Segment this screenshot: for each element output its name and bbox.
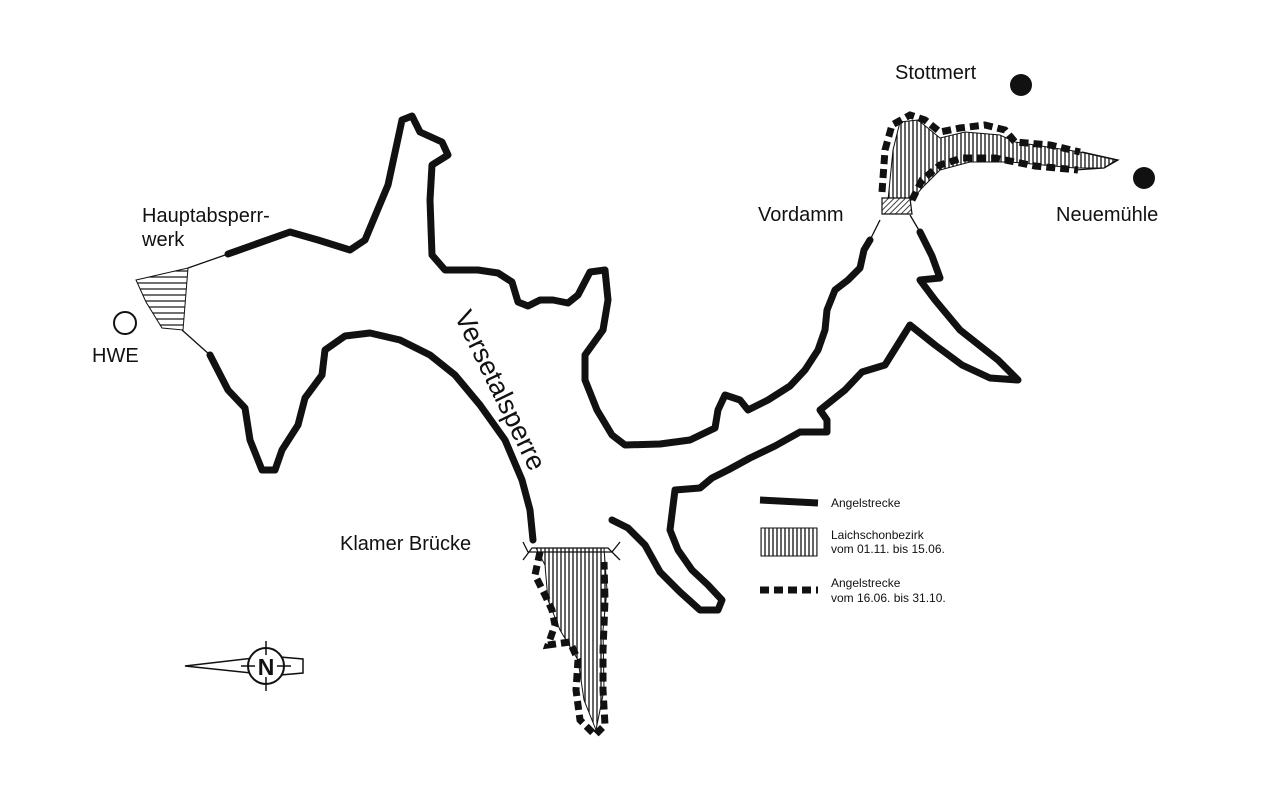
shore-seasonal: [531, 111, 1081, 740]
legend-label-angelstrecke: Angelstrecke: [831, 496, 901, 510]
compass-north-arrow: N: [184, 641, 304, 691]
stottmert-point: [1010, 74, 1032, 96]
klamer-bruecke-label: Klamer Brücke: [340, 533, 471, 555]
legend-swatch-angelstrecke: [759, 496, 819, 507]
map-legend: Angelstrecke Laichschonbezirk vom 01.11.…: [759, 496, 946, 605]
stottmert-label: Stottmert: [895, 62, 977, 84]
legend-label-seasonal-1: Angelstrecke: [831, 576, 901, 590]
shore-angelstrecke: [206, 112, 1022, 614]
shore-thin: [181, 151, 1120, 561]
hwe-marker: [113, 311, 137, 335]
compass-north-label: N: [258, 654, 275, 680]
hwe-label: HWE: [92, 345, 139, 367]
vordamm-label: Vordamm: [758, 204, 844, 226]
legend-label-laichschonbezirk-1: Laichschonbezirk: [831, 528, 925, 542]
hauptabsperrwerk-label-line2: werk: [141, 229, 185, 251]
legend-swatch-laichschonbezirk: [760, 527, 818, 557]
spawning-zone-main-dam: [135, 267, 189, 331]
neuemuehle-label: Neuemühle: [1056, 204, 1158, 226]
spawning-zone-klamer: [535, 547, 608, 732]
hauptabsperrwerk-label-line1: Hauptabsperr-: [142, 205, 270, 227]
legend-label-laichschonbezirk-2: vom 01.11. bis 15.06.: [831, 542, 945, 556]
legend-label-seasonal-2: vom 16.06. bis 31.10.: [831, 591, 946, 605]
vordamm-dam: [881, 197, 913, 215]
neuemuehle-point: [1133, 167, 1155, 189]
